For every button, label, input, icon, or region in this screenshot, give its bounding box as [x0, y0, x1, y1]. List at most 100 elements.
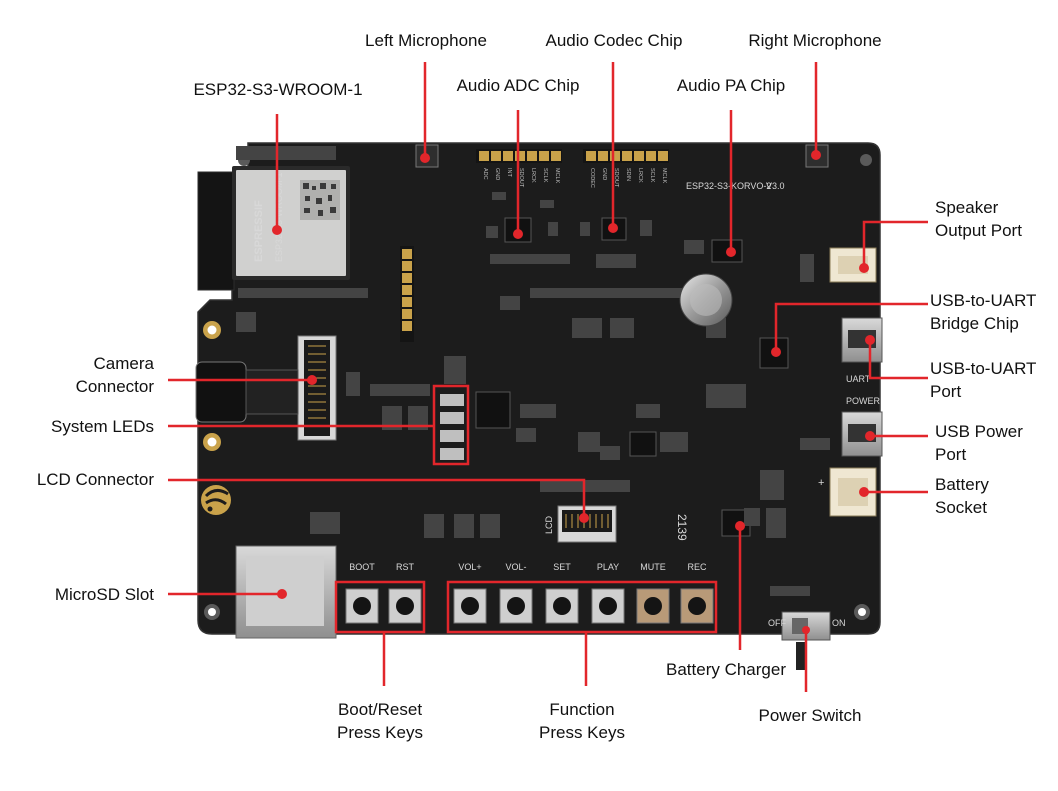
callout-line-1: Boot/Reset: [337, 700, 423, 719]
system-leds: [440, 394, 464, 460]
pin-label: SDIN: [625, 168, 631, 181]
callout-line-1: Speaker: [935, 198, 999, 217]
callout-line-2: Socket: [935, 498, 987, 517]
tactile-button-volplus: VOL+: [453, 562, 487, 624]
callout-system-leds: System LEDs: [20, 415, 154, 438]
codec-pin-header: [583, 149, 669, 163]
pin-label: CODEC: [589, 168, 595, 188]
callout-text: Audio Codec Chip: [545, 31, 683, 50]
callout-text: MicroSD Slot: [54, 585, 154, 604]
date-code-text: 2139: [675, 514, 689, 541]
callout-microsd-slot: MicroSD Slot: [20, 583, 154, 606]
button-silk-label: MUTE: [640, 562, 666, 572]
tactile-button-rec: REC: [680, 562, 714, 624]
antenna-strip: [197, 171, 235, 291]
pin-label: SCLK: [542, 168, 548, 183]
callout-boot-reset-keys: Boot/Reset Press Keys: [310, 698, 450, 744]
callout-text: LCD Connector: [36, 470, 154, 489]
callout-camera-connector: Camera Connector: [36, 352, 154, 398]
callout-line-2: Press Keys: [539, 723, 625, 742]
callout-line-1: USB Power: [935, 422, 1023, 441]
callout-text: Audio ADC Chip: [456, 76, 580, 95]
uart-silk-text: UART: [846, 374, 871, 384]
side-pin-header: [400, 246, 414, 342]
pin-label: LRCK: [637, 168, 643, 183]
tactile-button-mute: MUTE: [636, 562, 670, 624]
system-leds-box: [432, 384, 470, 466]
callout-right-microphone: Right Microphone: [728, 29, 902, 52]
highlight-boxes: [334, 384, 718, 634]
callout-usb-uart-port: USB-to-UART Port: [930, 357, 1036, 403]
module-brand-text: ESPRESSIF: [253, 200, 265, 262]
board-version-text: V3.0: [766, 181, 785, 191]
callout-line-2: Connector: [75, 377, 154, 396]
tactile-button-volminus: VOL-: [499, 562, 533, 624]
callout-line-2: Press Keys: [337, 723, 423, 742]
tactile-button-boot: BOOT: [345, 562, 379, 624]
callout-line-1: Camera: [93, 354, 154, 373]
callout-left-microphone: Left Microphone: [344, 29, 508, 52]
callout-function-keys: Function Press Keys: [512, 698, 652, 744]
electrolytic-capacitor: [679, 273, 733, 327]
callout-battery-charger: Battery Charger: [646, 658, 806, 681]
callout-audio-codec-chip: Audio Codec Chip: [524, 29, 704, 52]
callout-usb-uart-bridge-chip: USB-to-UART Bridge Chip: [930, 289, 1036, 335]
callout-speaker-output-port: Speaker Output Port: [935, 196, 1022, 242]
switch-on-text: ON: [832, 618, 846, 628]
callout-text: Left Microphone: [365, 31, 487, 50]
pin-label: LRCK: [530, 168, 536, 183]
lcd-silk-text: LCD: [544, 515, 554, 534]
pin-label: SDOUT: [613, 168, 619, 188]
espressif-logo: [201, 485, 231, 515]
button-silk-label: REC: [687, 562, 707, 572]
callout-power-switch: Power Switch: [740, 704, 880, 727]
callout-text: System LEDs: [51, 417, 154, 436]
button-silk-label: BOOT: [349, 562, 375, 572]
pin-label: MCLK: [554, 168, 560, 184]
pcb-board: [197, 142, 881, 635]
tactile-button-rst: RST: [388, 562, 422, 624]
callout-text: Audio PA Chip: [676, 76, 786, 95]
callout-battery-socket: Battery Socket: [935, 473, 989, 519]
callout-line-2: Bridge Chip: [930, 314, 1019, 333]
passive-components: [236, 146, 830, 596]
board-model-text: ESP32-S3-KORVO-2: [686, 181, 771, 191]
callout-text: ESP32-S3-WROOM-1: [193, 80, 363, 99]
callout-text: Power Switch: [758, 706, 862, 725]
camera-module: [195, 361, 299, 423]
speaker-socket: [829, 247, 877, 283]
callout-esp32-module: ESP32-S3-WROOM-1: [176, 78, 380, 101]
lcd-fpc-connector: [557, 505, 617, 543]
switch-off-text: OFF: [768, 618, 786, 628]
callout-line-2: Port: [935, 445, 967, 464]
callout-lcd-connector: LCD Connector: [4, 468, 154, 491]
power-silk-text: POWER: [846, 396, 881, 406]
callout-text: Right Microphone: [748, 31, 882, 50]
callout-line-1: USB-to-UART: [930, 291, 1037, 310]
pointer-dots: [272, 223, 875, 634]
function-keys-box: [446, 580, 718, 634]
callout-text: Battery Charger: [666, 660, 786, 679]
button-silk-label: PLAY: [597, 562, 619, 572]
usb-power-connector: [841, 411, 883, 457]
pin-label: GND: [601, 168, 607, 180]
boot-reset-box: [334, 580, 426, 634]
callout-audio-pa-chip: Audio PA Chip: [656, 74, 806, 97]
callout-line-1: Function: [549, 700, 615, 719]
button-silk-label: VOL-: [505, 562, 526, 572]
left-microphone-part: [415, 144, 439, 168]
pin-label: GND: [494, 168, 500, 180]
callout-usb-power-port: USB Power Port: [935, 420, 1023, 466]
button-silk-label: RST: [396, 562, 415, 572]
pin-label: SCLK: [649, 168, 655, 183]
pointer-lines: [168, 62, 928, 692]
tactile-button-play: PLAY: [591, 562, 625, 624]
pin-label: ADC: [482, 168, 488, 180]
pin-label: INT: [506, 168, 512, 178]
pin-label: SDOUT: [518, 168, 524, 188]
callout-line-1: Battery: [935, 475, 989, 494]
